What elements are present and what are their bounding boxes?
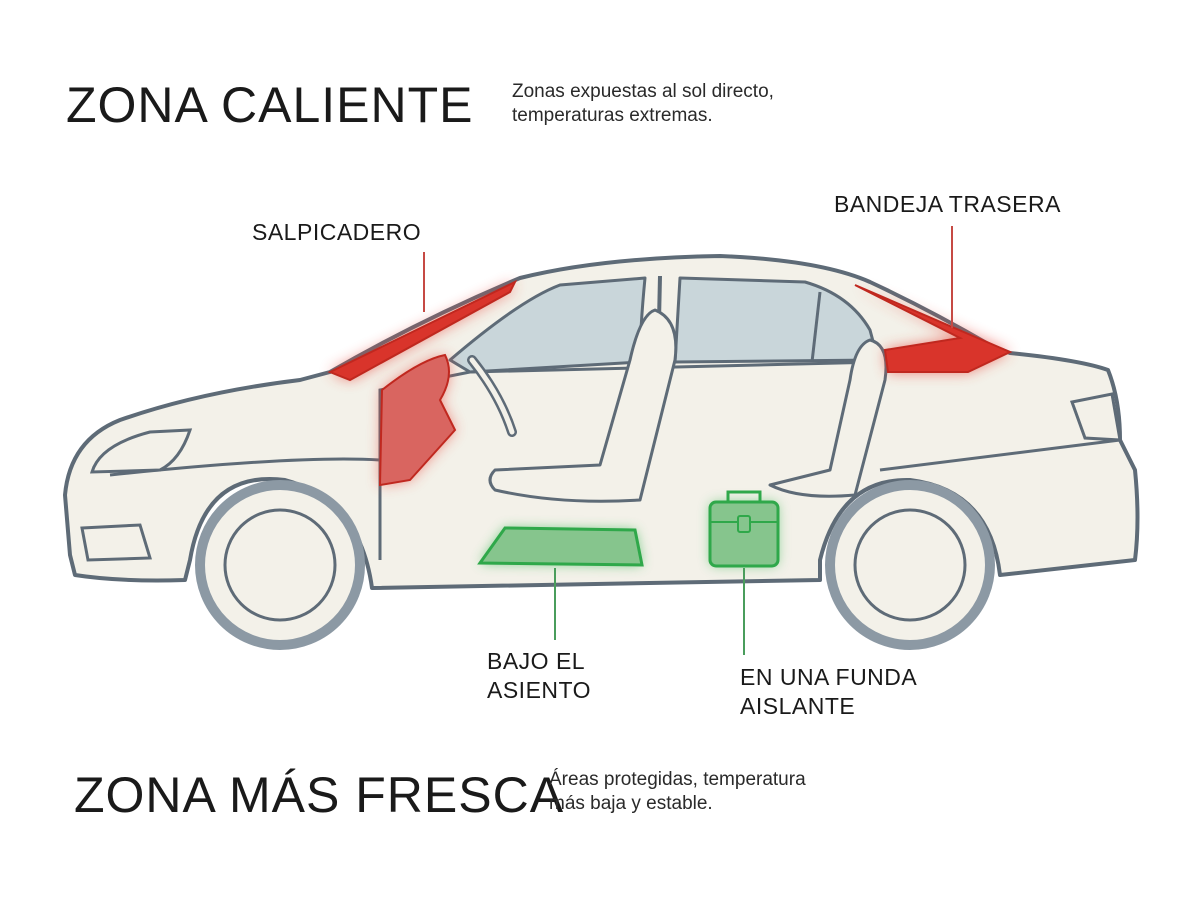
insulated-case-label-line-1: EN UNA FUNDA [740,664,918,690]
insulated-case-label: EN UNA FUNDA AISLANTE [740,663,917,721]
hot-zone-description-line-1: Zonas expuestas al sol directo, [512,81,774,102]
front-wheel [195,480,365,650]
under-seat-label-line-1: BAJO EL [487,648,586,674]
hot-zone-title: ZONA CALIENTE [66,77,474,133]
insulated-case-cool-zone [708,490,780,568]
rear-shelf-label-line-1: BANDEJA TRASERA [834,191,1061,217]
under-seat-cool-zone [477,526,644,567]
cool-zone-description-line-2: más baja y estable. [549,793,713,814]
dashboard-label-line-1: SALPICADERO [252,219,422,245]
cool-zone-description: Áreas protegidas, temperatura más baja y… [549,768,806,816]
fog-light-icon [80,523,153,562]
under-seat-label: BAJO EL ASIENTO [487,647,591,705]
insulated-case-label-line-2: AISLANTE [740,693,856,719]
steering-wheel-inner [469,357,515,435]
rear-wheel [825,480,995,650]
rear-shelf-label: BANDEJA TRASERA [834,190,1061,219]
hot-zone-description: Zonas expuestas al sol directo, temperat… [512,80,774,128]
rear-shelf-hot-zone [854,284,1013,373]
cool-zone-title: ZONA MÁS FRESCA [74,767,565,823]
under-seat-label-line-2: ASIENTO [487,677,592,703]
hot-zone-description-line-2: temperaturas extremas. [512,105,713,126]
tail-light-icon [1069,392,1122,442]
dashboard-hot-zone [327,279,518,487]
cool-zone-description-line-1: Áreas protegidas, temperatura [549,769,806,790]
dashboard-label: SALPICADERO [252,218,421,247]
briefcase-icon [726,490,762,502]
window-pillar [810,291,822,363]
front-seat [488,308,678,503]
headlight-icon [89,428,193,474]
